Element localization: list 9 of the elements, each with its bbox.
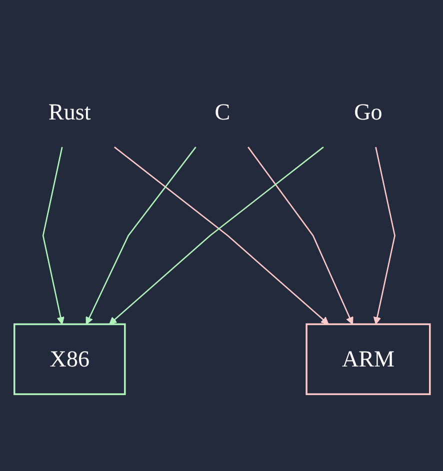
node-text: Go [354, 99, 382, 125]
node-box: ARM [306, 323, 431, 395]
arrow [42, 146, 64, 324]
arrow [373, 146, 396, 324]
node-box: X86 [14, 323, 126, 395]
arrow [86, 146, 196, 324]
node-text: C [214, 99, 230, 125]
node-text: Rust [48, 99, 91, 125]
arrow [248, 146, 354, 324]
